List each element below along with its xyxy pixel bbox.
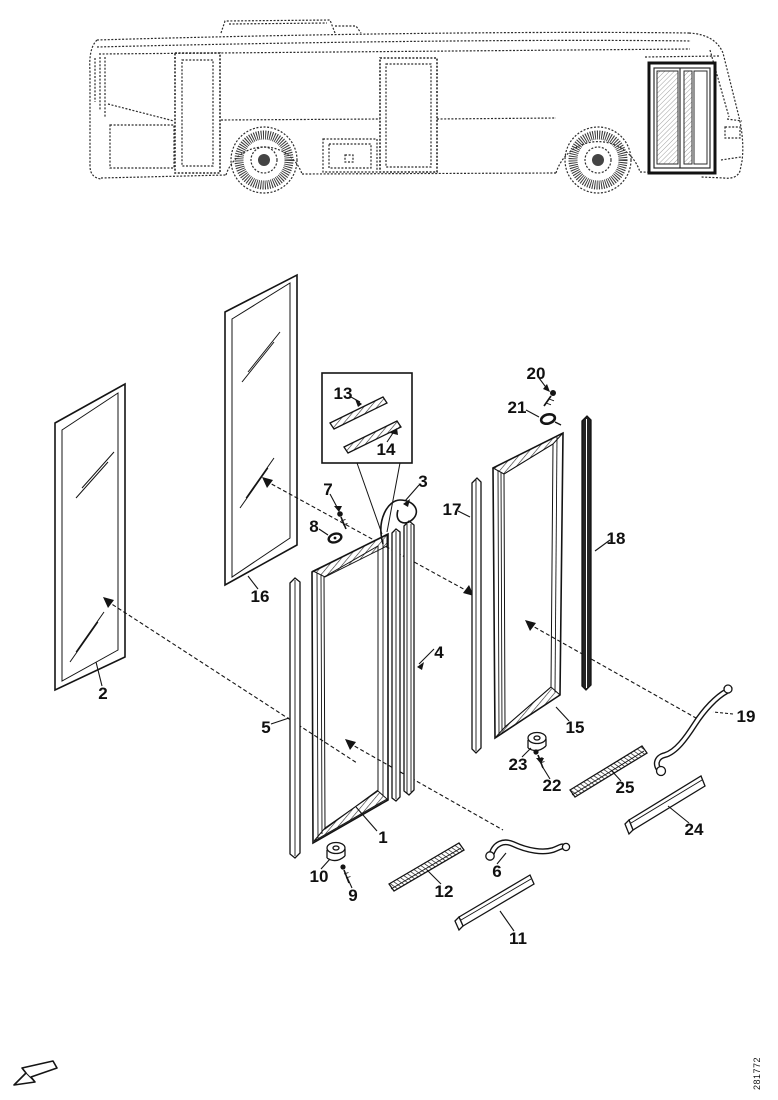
- screw-7: [337, 511, 348, 530]
- clip-10: [326, 841, 346, 862]
- callout-20: 20: [527, 364, 546, 383]
- callout-16: 16: [251, 587, 270, 606]
- door-frame-1: [311, 532, 389, 845]
- handle-19: [653, 684, 733, 777]
- rear-wheel: [230, 126, 298, 194]
- glazing-strip-14: [343, 420, 402, 454]
- callout-4: 4: [434, 643, 444, 662]
- glass-pane-16: [224, 273, 298, 587]
- bus-front-door-highlighted: [644, 55, 720, 175]
- bus-side-view-illustration: [89, 19, 744, 194]
- callout-21: 21: [508, 398, 527, 417]
- callout-7: 7: [323, 480, 332, 499]
- pillar-strips-4: [391, 520, 415, 802]
- assembly-arrowheads: [103, 477, 536, 750]
- weatherstrip-12: [388, 842, 465, 892]
- callout-8: 8: [309, 517, 318, 536]
- sill-channel-24: [624, 775, 706, 836]
- callout-arrowheads: [334, 384, 550, 764]
- seal-loop-3: [380, 499, 418, 545]
- callout-22: 22: [543, 776, 562, 795]
- orientation-arrow-icon: [13, 1060, 58, 1086]
- grommet-21: [539, 412, 562, 426]
- callout-15: 15: [566, 718, 585, 737]
- callout-19: 19: [737, 707, 756, 726]
- callout-18: 18: [607, 529, 626, 548]
- glazing-strip-13: [329, 396, 388, 430]
- pillar-strip-17: [471, 477, 482, 754]
- callout-2: 2: [98, 684, 107, 703]
- pillar-strip-18: [581, 415, 592, 691]
- weatherstrip-25: [569, 745, 648, 798]
- grommet-8: [327, 532, 343, 544]
- sill-channel-11: [454, 874, 535, 932]
- inset-detail-box: [321, 372, 413, 535]
- callout-14: 14: [377, 440, 396, 459]
- callout-23: 23: [509, 755, 528, 774]
- door-frame-15: [491, 431, 564, 740]
- pillar-strip-5: [289, 577, 301, 859]
- exploded-view: [54, 273, 734, 932]
- glass-pane-2: [54, 382, 126, 692]
- callouts: 1 2 3 4 5 6 7 8 9 10 11 12 13 14 15 16 1…: [98, 364, 755, 948]
- drawing-number: 281772: [752, 1057, 762, 1090]
- callout-12: 12: [435, 882, 454, 901]
- callout-24: 24: [685, 820, 704, 839]
- front-wheel: [564, 126, 632, 194]
- callout-13: 13: [334, 384, 353, 403]
- assembly-leader-lines: [106, 480, 697, 831]
- callout-10: 10: [310, 867, 329, 886]
- callout-25: 25: [616, 778, 635, 797]
- callout-6: 6: [492, 862, 501, 881]
- callout-11: 11: [509, 929, 527, 948]
- handle-6: [485, 839, 571, 861]
- callout-9: 9: [348, 886, 357, 905]
- callout-3: 3: [418, 472, 427, 491]
- screw-20: [543, 390, 556, 407]
- callout-leaders: [95, 377, 734, 932]
- callout-5: 5: [261, 718, 270, 737]
- callout-17: 17: [443, 500, 462, 519]
- callout-1: 1: [378, 828, 387, 847]
